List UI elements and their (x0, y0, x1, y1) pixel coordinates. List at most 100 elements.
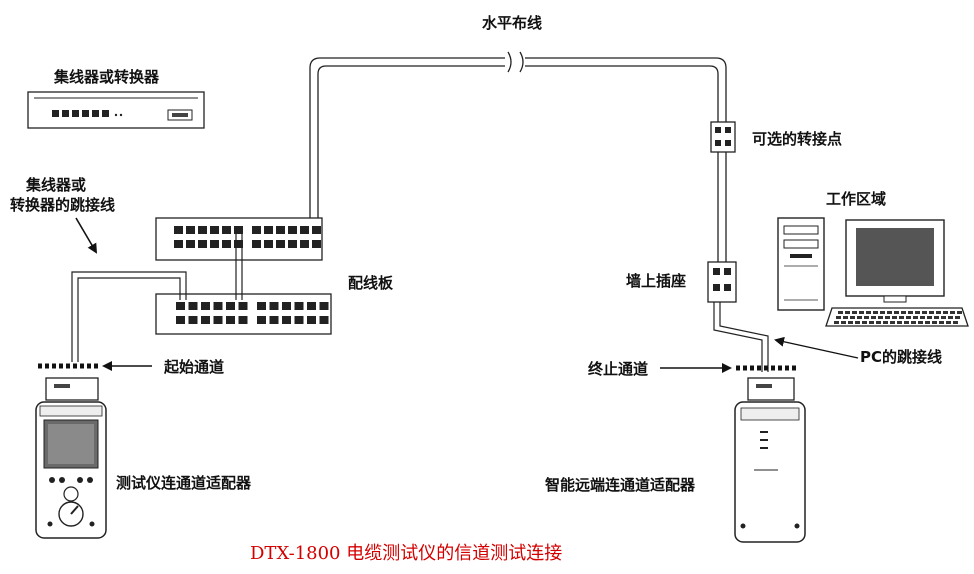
keyboard-key (848, 321, 853, 324)
lower-panel-port (257, 302, 266, 310)
keyboard-key (892, 316, 897, 319)
upper-panel-port (252, 226, 261, 234)
lower-panel-port (269, 316, 279, 324)
upper-panel-port (174, 240, 183, 248)
keyboard-key (934, 316, 939, 319)
keyboard-key (950, 311, 955, 314)
keyboard-key (899, 316, 904, 319)
upper-panel-port (198, 226, 207, 234)
keyboard-key (920, 316, 925, 319)
lower-panel-port (294, 302, 304, 310)
keyboard-key (897, 321, 902, 324)
keyboard-key (918, 321, 923, 324)
keyboard-key (864, 316, 869, 319)
patch-panel-lower (155, 293, 332, 335)
keyboard-key (932, 321, 937, 324)
pc-patch-cord (713, 302, 769, 372)
upper-panel-port (222, 240, 231, 248)
pc-keyboard (825, 307, 969, 327)
patch-panel-jumper (235, 232, 243, 300)
upper-panel-port (276, 240, 285, 248)
lower-panel-port (226, 302, 235, 310)
keyboard-key (878, 316, 883, 319)
keyboard-key (925, 321, 930, 324)
lower-panel-port (213, 302, 223, 310)
lower-panel-port (257, 316, 266, 324)
upper-panel-port (300, 240, 309, 248)
upper-panel-port (186, 240, 195, 248)
keyboard-key (866, 311, 871, 314)
keyboard-key (936, 311, 941, 314)
upper-panel-port (264, 240, 273, 248)
smart-remote-device (734, 377, 806, 543)
keyboard-key (880, 311, 885, 314)
keyboard-key (883, 321, 888, 324)
keyboard-key (862, 321, 867, 324)
keyboard-key (953, 321, 958, 324)
keyboard-key (852, 311, 857, 314)
lower-panel-port (269, 302, 279, 310)
wall-outlet (707, 261, 737, 303)
lower-panel-port (319, 316, 329, 324)
keyboard-key (943, 311, 948, 314)
keyboard-key (869, 321, 874, 324)
keyboard-key (838, 311, 843, 314)
keyboard-key (841, 321, 846, 324)
lower-panel-port (226, 316, 235, 324)
keyboard-key (948, 316, 953, 319)
lower-panel-port (282, 316, 291, 324)
keyboard-key (894, 311, 899, 314)
keyboard-key (941, 316, 946, 319)
lower-panel-port (176, 302, 185, 310)
keyboard-key (946, 321, 951, 324)
keyboard-key (929, 311, 934, 314)
lower-panel-port (213, 316, 223, 324)
upper-panel-port (210, 226, 219, 234)
remote-adapter-label: 智能远端连通道适配器 (545, 476, 696, 494)
keyboard-key (927, 316, 932, 319)
keyboard-key (915, 311, 920, 314)
lower-panel-port (201, 302, 210, 310)
keyboard-key (939, 321, 944, 324)
upper-panel-port (252, 240, 261, 248)
keyboard-key (922, 311, 927, 314)
wall-outlet-label: 墙上插座 (626, 272, 687, 290)
lower-panel-port (238, 316, 248, 324)
keyboard-key (876, 321, 881, 324)
keyboard-key (843, 316, 848, 319)
upper-panel-port (312, 240, 321, 248)
lower-panel-port (201, 316, 210, 324)
lower-panel-port (188, 302, 198, 310)
upper-panel-port (210, 240, 219, 248)
upper-panel-port (222, 226, 231, 234)
keyboard-key (859, 311, 864, 314)
lower-panel-port (319, 302, 329, 310)
keyboard-key (873, 311, 878, 314)
upper-panel-port (264, 226, 273, 234)
keyboard-key (836, 316, 841, 319)
tester-adapter-label: 测试仪连通道适配器 (116, 474, 252, 492)
end-channel-label: 终止通道 (588, 360, 649, 378)
lower-panel-port (238, 302, 248, 310)
start-channel-label: 起始通道 (164, 358, 225, 376)
keyboard-key (957, 311, 962, 314)
hub-patch-label-line1: 集线器或 (26, 176, 87, 194)
lower-panel-port (294, 316, 304, 324)
lower-panel-port (307, 302, 316, 310)
keyboard-key (904, 321, 909, 324)
keyboard-key (855, 321, 860, 324)
keyboard-key (834, 321, 839, 324)
upper-panel-port (288, 240, 297, 248)
keyboard-key (955, 316, 960, 319)
horizontal-cable (309, 51, 727, 222)
upper-panel-port (312, 226, 321, 234)
upper-panel-port (174, 226, 183, 234)
lower-panel-port (282, 302, 291, 310)
lower-panel-port (188, 316, 198, 324)
upper-panel-port (234, 240, 243, 248)
hub-patch-label-line2: 转换器的跳接线 (10, 196, 116, 214)
upper-panel-port (198, 240, 207, 248)
upper-panel-port (288, 226, 297, 234)
work-area-label: 工作区域 (826, 190, 887, 208)
